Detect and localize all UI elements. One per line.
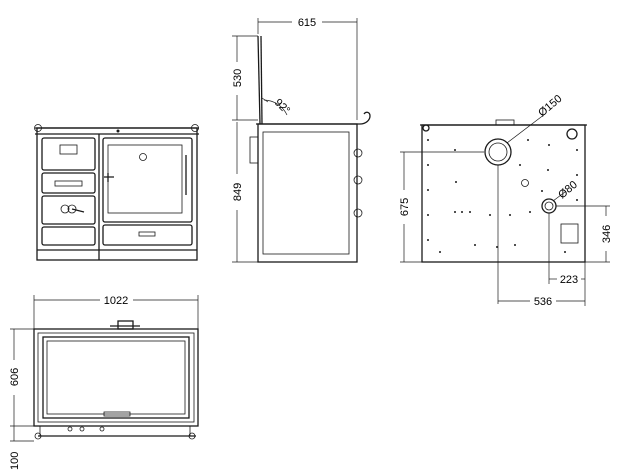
side-knob-1: [353, 148, 363, 158]
top-view: 1022 606 100: [9, 295, 199, 470]
side-width-label: 615: [298, 17, 316, 29]
ash-door-handle: [59, 144, 78, 155]
ash-door: [41, 137, 96, 171]
back-view: Ø150 Ø80 675 346 223 536: [399, 93, 613, 308]
outlet-80: [541, 198, 557, 214]
lower-drawer-left: [41, 226, 96, 246]
mounting-dots: [427, 139, 578, 253]
oven-door: [102, 137, 193, 223]
side-body-outline: [257, 123, 358, 263]
back-knob-right: [566, 128, 578, 140]
side-height-label: 849: [232, 183, 244, 201]
top-body-outline: [33, 328, 199, 427]
firebox-door: [41, 195, 96, 225]
oven-window: [107, 144, 183, 214]
small-diameter-label: Ø80: [556, 179, 580, 202]
right-knob: [191, 124, 199, 132]
top-handle-depth-label: 100: [9, 452, 21, 470]
back-knob-left: [422, 124, 430, 132]
front-view: [34, 124, 199, 261]
front-body-outline: [36, 127, 198, 261]
lid-height-label: 530: [232, 69, 244, 87]
rear-panel: [560, 223, 579, 244]
side-knob-2: [353, 175, 363, 185]
top-width-label: 1022: [104, 295, 128, 307]
oven-thermometer: [139, 153, 147, 161]
flue-diameter-label: Ø150: [536, 93, 564, 119]
lid-angle-label: 92°: [272, 97, 292, 117]
rail-hook: [359, 111, 371, 125]
flue-offset-label: 536: [534, 296, 552, 308]
oven-handle: [104, 173, 114, 182]
small-height-label: 346: [601, 225, 613, 243]
cooktop-plate: [42, 336, 190, 419]
drawer-handle: [138, 231, 156, 237]
side-flue-stub: [249, 136, 259, 164]
top-depth-label: 606: [9, 368, 21, 386]
left-knob: [34, 124, 42, 132]
storage-drawer: [102, 224, 193, 246]
flue-height-label: 675: [399, 198, 411, 216]
top-flue-collar: [117, 320, 134, 330]
vent-grill: [54, 180, 83, 187]
vent-panel: [41, 172, 96, 194]
side-view: 92° 615 530 849: [232, 17, 371, 263]
side-knob-3: [353, 208, 363, 218]
open-lid: [257, 35, 261, 125]
small-offset-label: 223: [560, 274, 578, 286]
